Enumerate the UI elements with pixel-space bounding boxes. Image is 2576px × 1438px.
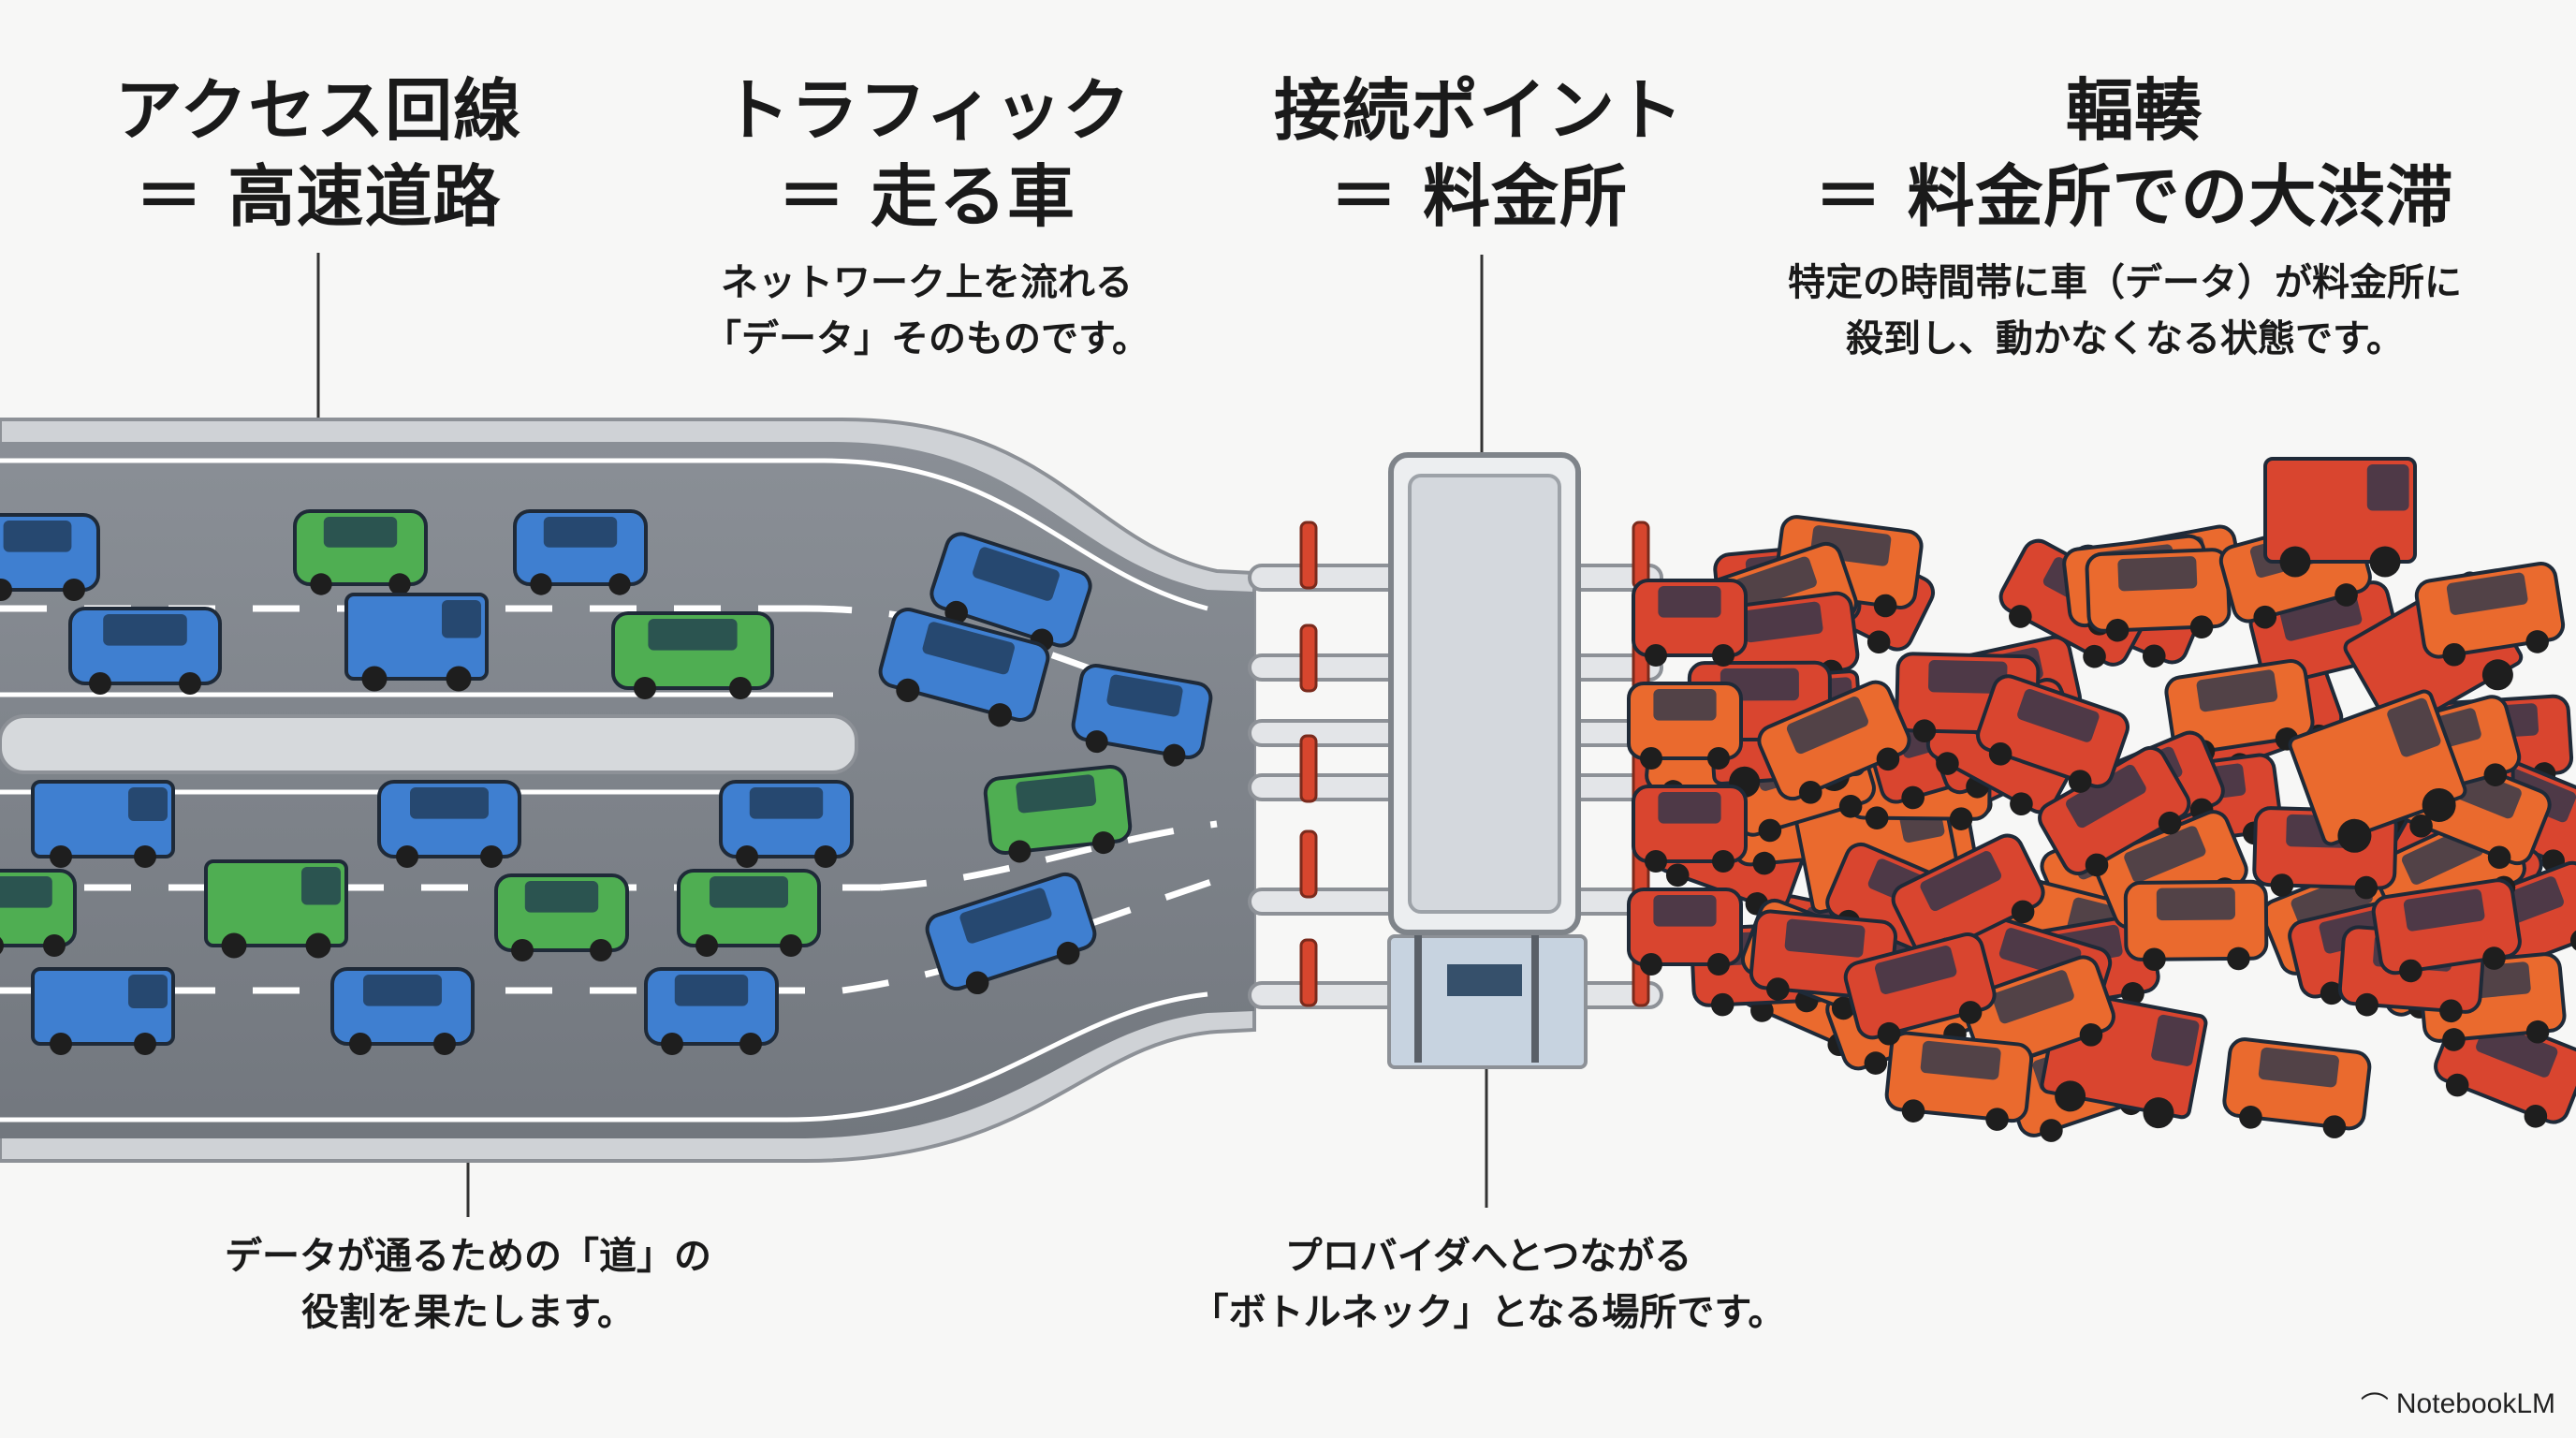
car-icon xyxy=(677,869,821,957)
car-icon xyxy=(2085,548,2232,642)
car-icon xyxy=(1071,663,1213,767)
desc-access: データが通るための「道」の 役割を果たします。 xyxy=(150,1228,786,1341)
car-icon xyxy=(0,513,100,601)
title-connection-line1: 接続ポイント xyxy=(1273,71,1684,150)
title-access: アクセス回線 ＝ 高速道路 xyxy=(94,67,543,240)
title-access-line1: アクセス回線 xyxy=(114,71,522,150)
car-icon xyxy=(644,967,779,1055)
desc-traffic: ネットワーク上を流れる 「データ」そのものです。 xyxy=(655,255,1198,367)
truck-icon xyxy=(31,780,175,868)
truck-icon xyxy=(31,967,175,1055)
car-icon xyxy=(719,780,854,868)
desc-connection: プロバイダへとつながる 「ボトルネック」となる場所です。 xyxy=(1161,1228,1816,1341)
car-icon xyxy=(2222,1037,2372,1138)
car-icon xyxy=(1891,833,2045,961)
car-icon xyxy=(929,532,1092,653)
desc-traffic-line1: ネットワーク上を流れる xyxy=(721,261,1133,304)
notebooklm-logo-icon: ⌒ xyxy=(2360,1392,2389,1423)
desc-connection-line1: プロバイダへとつながる xyxy=(1284,1235,1692,1278)
watermark-text: NotebookLM xyxy=(2395,1388,2555,1419)
title-traffic: トラフィック ＝ 走る車 xyxy=(693,67,1161,240)
truck-icon xyxy=(344,593,489,692)
title-traffic-line2: ＝ 走る車 xyxy=(777,157,1076,236)
title-congestion-line1: 輻輳 xyxy=(2065,71,2203,150)
car-icon xyxy=(925,872,1097,995)
car-icon xyxy=(2371,878,2522,983)
toll-plaza xyxy=(1248,452,1663,1069)
car-icon xyxy=(611,611,774,699)
car-icon xyxy=(377,780,521,868)
truck-icon xyxy=(2263,457,2417,578)
car-icon xyxy=(494,873,629,961)
road-median xyxy=(0,714,858,774)
car-icon xyxy=(68,607,222,695)
traffic-cars xyxy=(0,457,2576,1142)
desc-traffic-line2: 「データ」そのものです。 xyxy=(704,317,1149,360)
truck-icon xyxy=(204,859,348,959)
car-icon xyxy=(513,509,648,595)
desc-access-line2: 役割を果たします。 xyxy=(301,1291,635,1334)
car-icon xyxy=(2414,562,2566,667)
car-icon xyxy=(1976,674,2130,793)
car-icon xyxy=(1884,1031,2034,1131)
car-icon xyxy=(1757,680,1911,804)
desc-congestion-line2: 殺到し、動かなくなる状態です。 xyxy=(1846,317,2404,360)
car-icon xyxy=(1632,579,1748,667)
car-icon xyxy=(1843,932,1997,1046)
desc-congestion: 特定の時間帯に車（データ）が料金所に 殺到し、動かなくなる状態です。 xyxy=(1722,255,2527,367)
desc-access-line1: データが通るための「道」の xyxy=(225,1235,711,1278)
title-congestion: 輻輳 ＝ 料金所での大渋滞 xyxy=(1778,67,2490,240)
car-icon xyxy=(2164,659,2315,763)
car-icon xyxy=(1627,682,1743,770)
car-icon xyxy=(0,869,77,957)
desc-connection-line2: 「ボトルネック」となる場所です。 xyxy=(1191,1291,1786,1334)
car-icon xyxy=(1632,785,1748,873)
title-access-line2: ＝ 高速道路 xyxy=(135,157,502,236)
watermark: ⌒ NotebookLM xyxy=(2361,1384,2555,1425)
car-icon xyxy=(1627,888,1743,976)
car-icon xyxy=(983,764,1133,863)
desc-congestion-line1: 特定の時間帯に車（データ）が料金所に xyxy=(1788,261,2462,304)
title-connection: 接続ポイント ＝ 料金所 xyxy=(1236,67,1722,240)
truck-icon xyxy=(2288,689,2467,853)
title-traffic-line1: トラフィック xyxy=(722,71,1132,150)
car-icon xyxy=(2123,879,2269,972)
title-connection-line2: ＝ 料金所 xyxy=(1329,157,1629,236)
car-icon xyxy=(330,967,475,1055)
car-icon xyxy=(293,509,428,595)
car-icon xyxy=(878,608,1050,727)
title-congestion-line2: ＝ 料金所での大渋滞 xyxy=(1814,157,2454,236)
